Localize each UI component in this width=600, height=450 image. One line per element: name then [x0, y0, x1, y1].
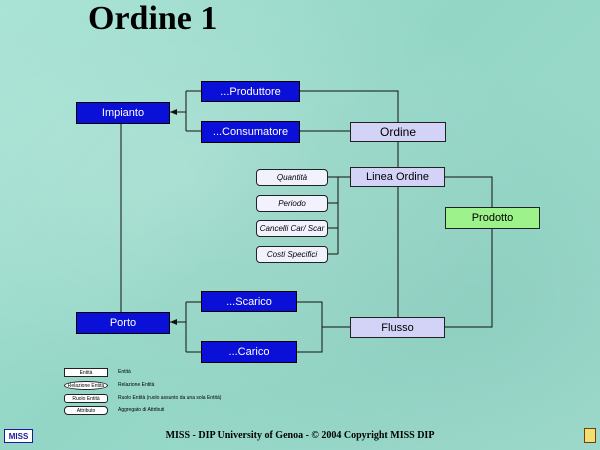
- relation-ordine[interactable]: Ordine: [350, 122, 446, 142]
- miss-logo: MISS: [4, 429, 33, 443]
- university-crest-icon: [584, 428, 596, 443]
- page-title: Ordine 1: [88, 0, 218, 37]
- role-produttore[interactable]: ...Produttore: [201, 81, 300, 102]
- attribute-quantita[interactable]: Quantità: [256, 169, 328, 186]
- attribute-costi-specifici[interactable]: Costi Specifici: [256, 246, 328, 263]
- entity-impianto[interactable]: Impianto: [76, 102, 170, 124]
- legend-text-role: Ruolo Entità (ruolo assunto da una sola …: [118, 395, 222, 401]
- legend-symbol-relation: Relazione Entità: [64, 381, 108, 390]
- attribute-cancelli[interactable]: Cancelli Car/ Scar: [256, 220, 328, 237]
- relation-flusso[interactable]: Flusso: [350, 317, 445, 338]
- legend-text-attribute: Aggregato di Attributi: [118, 407, 165, 413]
- legend-symbol-attribute: Attributo: [64, 406, 108, 415]
- relation-linea-ordine[interactable]: Linea Ordine: [350, 167, 445, 187]
- role-carico[interactable]: ...Carico: [201, 341, 297, 363]
- legend-text-entity: Entità: [118, 369, 131, 375]
- footer-copyright: MISS - DIP University of Genoa - © 2004 …: [165, 430, 435, 441]
- legend-symbol-role: Ruolo Entità: [64, 394, 108, 403]
- entity-porto[interactable]: Porto: [76, 312, 170, 334]
- role-consumatore[interactable]: ...Consumatore: [201, 121, 300, 143]
- role-scarico[interactable]: ...Scarico: [201, 291, 297, 312]
- legend-text-relation: Relazione Entità: [118, 382, 155, 388]
- entity-prodotto[interactable]: Prodotto: [445, 207, 540, 229]
- attribute-periodo[interactable]: Periodo: [256, 195, 328, 212]
- legend-symbol-entity: Entità: [64, 368, 108, 377]
